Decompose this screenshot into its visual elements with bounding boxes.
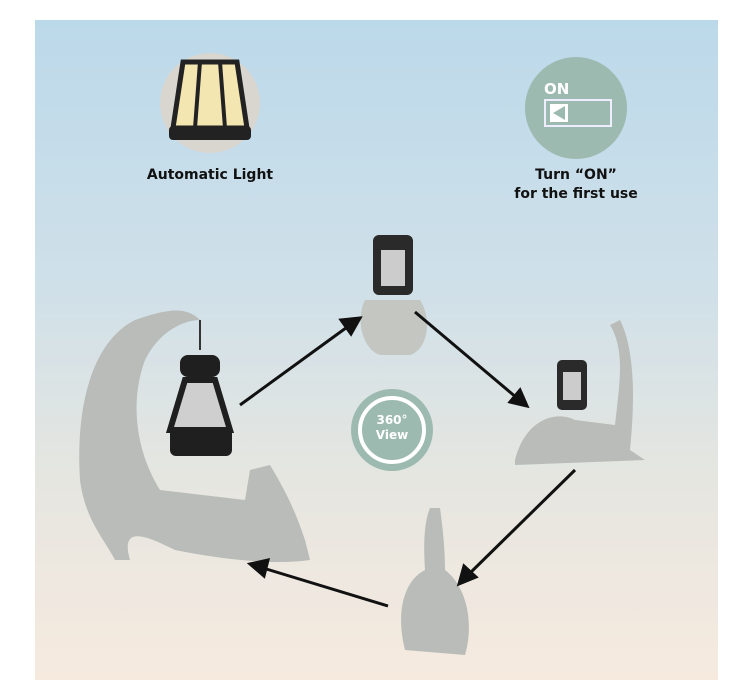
turn-on-instruction: Turn “ON” for the first use xyxy=(496,166,656,204)
cat-side-view xyxy=(515,320,645,465)
360-view-label: 360° View xyxy=(362,413,422,443)
rotation-arrows xyxy=(239,310,577,608)
360-view-badge xyxy=(351,389,433,471)
view-line2: View xyxy=(375,428,409,442)
cat-lantern-illustration xyxy=(79,53,645,655)
on-switch-badge xyxy=(525,57,627,159)
turn-on-line2: for the first use xyxy=(514,186,638,202)
turn-on-line1: Turn “ON” xyxy=(535,167,617,183)
cat-front-view xyxy=(360,235,428,355)
automatic-light-label: Automatic Light xyxy=(146,167,274,183)
lantern-large xyxy=(165,320,235,456)
switch-icon xyxy=(544,99,612,127)
lantern-icon xyxy=(169,59,251,140)
view-line1: 360° xyxy=(376,413,408,427)
product-image: Automatic Light ON Turn “ON” for the fir… xyxy=(35,20,718,680)
cat-back-view xyxy=(401,508,469,655)
switch-on-text: ON xyxy=(544,80,570,98)
cat-large xyxy=(79,310,310,562)
